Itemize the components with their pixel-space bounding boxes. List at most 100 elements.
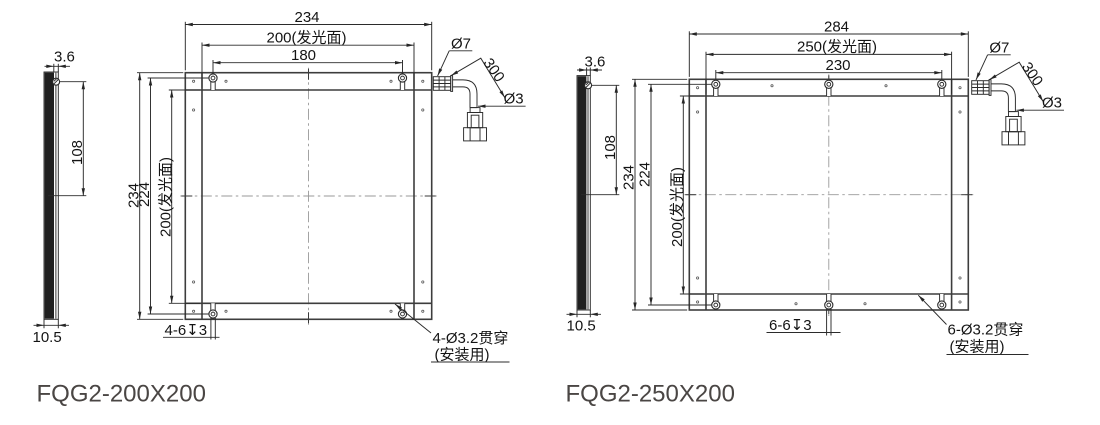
rivet-dot (389, 79, 393, 83)
rivet-dot (389, 309, 393, 313)
rivet-dot (421, 309, 425, 313)
mounting-hole (208, 73, 218, 83)
dim-overall-width-label: 234 (295, 9, 320, 26)
cable-inner-edge (991, 90, 1009, 112)
plug-base (1001, 131, 1026, 146)
mounting-slot (210, 78, 216, 90)
mounting-slot (400, 303, 405, 314)
mounting-hole-inner (400, 311, 405, 317)
cable-length-label: 300 (1018, 59, 1046, 89)
wire-dia-label: Ø3 (1042, 95, 1062, 112)
dimension-arrowhead (148, 306, 153, 314)
dimension-arrowhead (649, 297, 653, 305)
dimension-arrowhead (681, 286, 685, 294)
mounting-hole-inner (400, 75, 405, 81)
dim-hole-spacing-h-label: 180 (291, 47, 316, 64)
dimension-arrowhead (424, 22, 432, 27)
mounting-hole (937, 79, 947, 89)
gland-hatch-line (53, 79, 59, 85)
rivet-dot (696, 110, 700, 114)
wire-dia-label: Ø3 (504, 91, 524, 108)
dimension-arrowhead (450, 70, 459, 76)
mounting-slot (826, 84, 831, 96)
rivet-dot (224, 309, 228, 313)
rivet-dot (192, 108, 196, 112)
dimension-arrowhead (1037, 94, 1044, 102)
plug-body-inner (1009, 118, 1018, 133)
mounting-hole (397, 73, 408, 83)
model-title: FQG2-250X200 (566, 381, 735, 408)
rivet-dot (958, 276, 962, 280)
rivet-dot (958, 86, 962, 90)
rivet-dot (696, 276, 700, 280)
mounting-hole-inner (939, 302, 945, 308)
cable-inner-edge (452, 86, 471, 108)
side-thickness-label: 3.6 (585, 54, 606, 71)
rivet-dot (863, 302, 867, 306)
dimension-arrowhead (395, 61, 403, 65)
gland-hatch-line (585, 82, 589, 86)
dimension-arrowhead (1016, 108, 1024, 112)
rivet-dot (224, 79, 228, 83)
dimension-arrowhead (169, 295, 174, 304)
side-offset-label: 108 (602, 135, 619, 160)
dimension-arrowhead (649, 84, 653, 92)
rivet-dot (696, 300, 700, 304)
plug-base (463, 127, 487, 142)
dimension-arrowhead (437, 68, 443, 76)
mounting-slot (713, 294, 718, 305)
cable-length-dim-line (450, 57, 506, 98)
mounting-slot (400, 78, 405, 90)
leader-line (394, 303, 432, 334)
dimension-arrowhead (395, 304, 402, 311)
rivet-dot (421, 280, 425, 284)
dim-emitting-width-label: 200(发光面) (267, 30, 347, 47)
panel-outline (184, 71, 433, 321)
dimension-arrowhead (169, 90, 174, 98)
mounting-hole-inner (826, 81, 832, 87)
gland-flange (450, 75, 454, 92)
mounting-hole-inner (210, 75, 216, 81)
dimension-arrowhead (58, 323, 66, 327)
dimension-arrowhead (715, 71, 724, 75)
rivet-dot (192, 280, 196, 284)
cable-outer-edge (452, 79, 478, 108)
model-title: FQG2-200X200 (37, 381, 206, 408)
mounting-note-line1: 6-Ø3.2贯穿 (948, 322, 1024, 339)
gland-hatch-line (585, 82, 591, 88)
mounting-hole-inner (713, 81, 719, 87)
dimension-arrowhead (934, 71, 942, 75)
mounting-slot (826, 294, 831, 305)
dimension-arrowhead (46, 64, 54, 68)
dim-hole-spacing-h-label: 230 (826, 57, 851, 74)
panel-outline (688, 78, 970, 311)
plug-body-inner (470, 114, 480, 129)
dimension-arrowhead (58, 64, 66, 68)
cable-outer-edge (991, 83, 1016, 112)
dimension-arrowhead (590, 312, 598, 316)
dimension-arrowhead (918, 295, 925, 302)
side-total-thickness-label: 10.5 (33, 329, 62, 346)
dimension-arrowhead (213, 61, 221, 65)
rivet-dot (696, 86, 700, 90)
dimension-arrowhead (960, 32, 969, 36)
rivet-dot (884, 84, 888, 88)
mounting-slot (713, 84, 718, 96)
dimension-arrowhead (499, 90, 505, 98)
side-view-profile-fill (577, 76, 587, 310)
rivet-dot (794, 302, 798, 306)
dimension-arrowhead (689, 32, 697, 36)
dim-overall-width-label: 284 (824, 18, 849, 35)
mounting-hole (824, 79, 834, 89)
mounting-hole-inner (210, 311, 216, 317)
dim-hole-spacing-v-label: 224 (637, 162, 654, 187)
dimension-arrowhead (944, 52, 952, 57)
rivet-dot (192, 79, 196, 83)
counterbore-note-label: 4-6↧3 (165, 322, 208, 339)
dimension-arrowhead (148, 78, 153, 86)
mounting-note-line2: (安装用) (950, 339, 1005, 356)
mounting-note-line1: 4-Ø3.2贯穿 (433, 330, 509, 347)
dimension-arrowhead (569, 312, 577, 316)
